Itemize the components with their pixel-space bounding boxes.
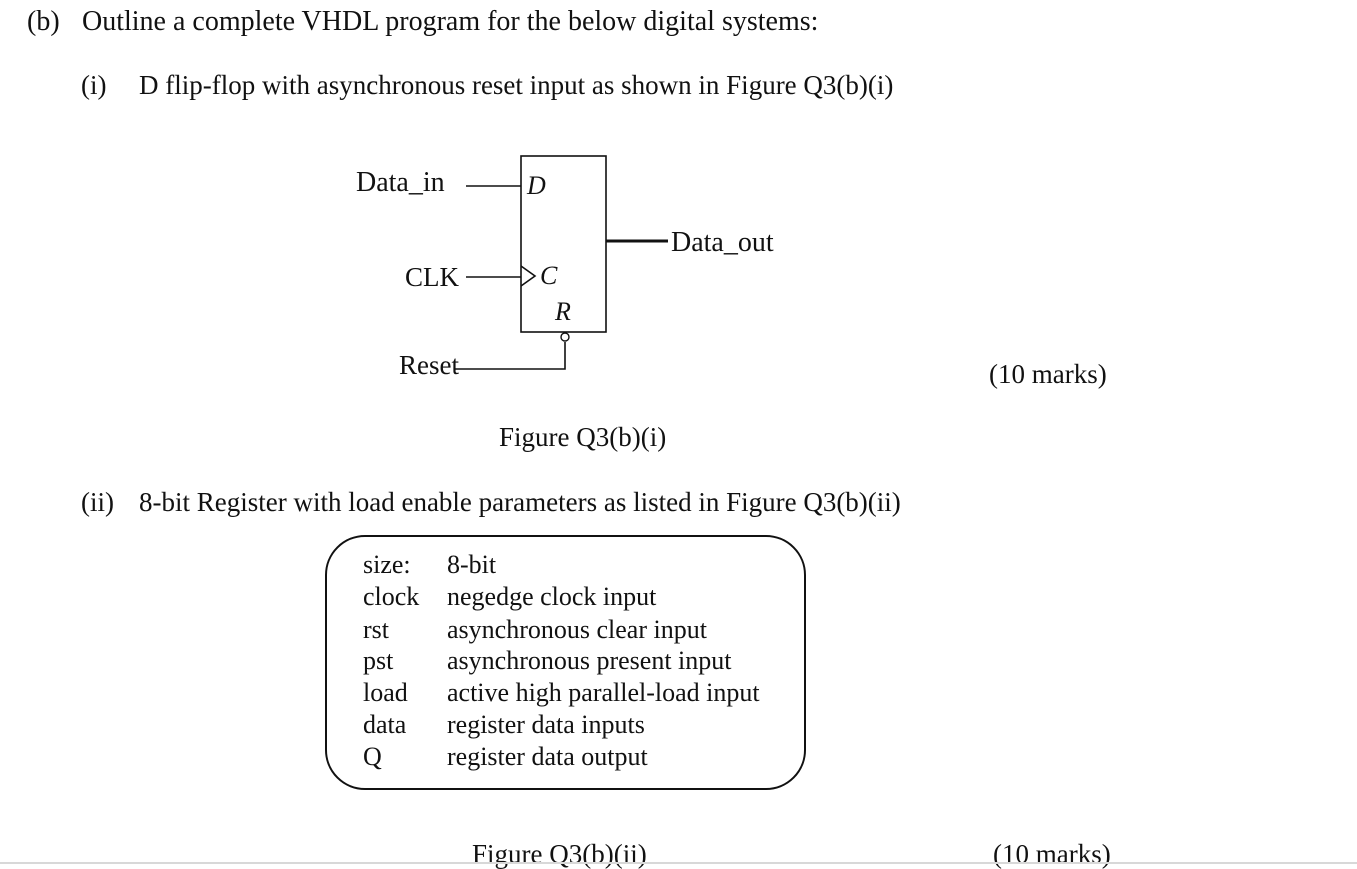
parameter-description: register data inputs	[447, 710, 645, 739]
parameter-name: size:	[363, 550, 411, 579]
pin-d-label: D	[527, 171, 546, 200]
parameter-name: data	[363, 710, 407, 739]
parameter-description: asynchronous present input	[447, 646, 732, 675]
parameter-row: data register data inputs	[363, 712, 645, 738]
parameter-description: active high parallel-load input	[447, 678, 760, 707]
pin-c-label: C	[540, 261, 558, 290]
parameter-description: negedge clock input	[447, 582, 657, 611]
pin-r-label: R	[555, 297, 571, 326]
parameter-description: 8-bit	[447, 550, 497, 579]
subquestion-i-text: D flip-flop with asynchronous reset inpu…	[139, 70, 894, 100]
parameter-name: rst	[363, 615, 389, 644]
figure-i-caption: Figure Q3(b)(i)	[499, 422, 667, 452]
data-out-label: Data_out	[671, 227, 774, 258]
part-label: (b)	[27, 6, 60, 37]
subquestion-ii-label: (ii)	[81, 487, 114, 517]
parameter-description: asynchronous clear input	[447, 615, 707, 644]
reset-wire	[454, 342, 566, 370]
clk-label: CLK	[405, 262, 459, 292]
parameter-description: register data output	[447, 742, 648, 771]
flip-flop-body	[520, 155, 607, 333]
parameter-name: Q	[363, 742, 382, 771]
page-bottom-edge	[0, 862, 1357, 864]
clock-triangle	[520, 265, 537, 287]
parameter-row: clock negedge clock input	[363, 584, 656, 610]
parameter-row: pst asynchronous present input	[363, 648, 732, 674]
parameter-row: load active high parallel-load input	[363, 680, 760, 706]
parameter-table-box	[325, 535, 806, 790]
part-question-text: Outline a complete VHDL program for the …	[82, 6, 819, 37]
parameter-name: clock	[363, 582, 420, 611]
subquestion-i-marks: (10 marks)	[989, 359, 1107, 389]
reset-inversion-bubble	[560, 332, 570, 342]
parameter-name: load	[363, 678, 408, 707]
parameter-row: rst asynchronous clear input	[363, 617, 707, 643]
parameter-row: size: 8-bit	[363, 552, 496, 578]
subquestion-ii-text: 8-bit Register with load enable paramete…	[139, 487, 901, 517]
subquestion-i-label: (i)	[81, 70, 107, 100]
data-in-label: Data_in	[356, 167, 445, 198]
reset-label: Reset	[399, 350, 459, 380]
parameter-name: pst	[363, 646, 394, 675]
